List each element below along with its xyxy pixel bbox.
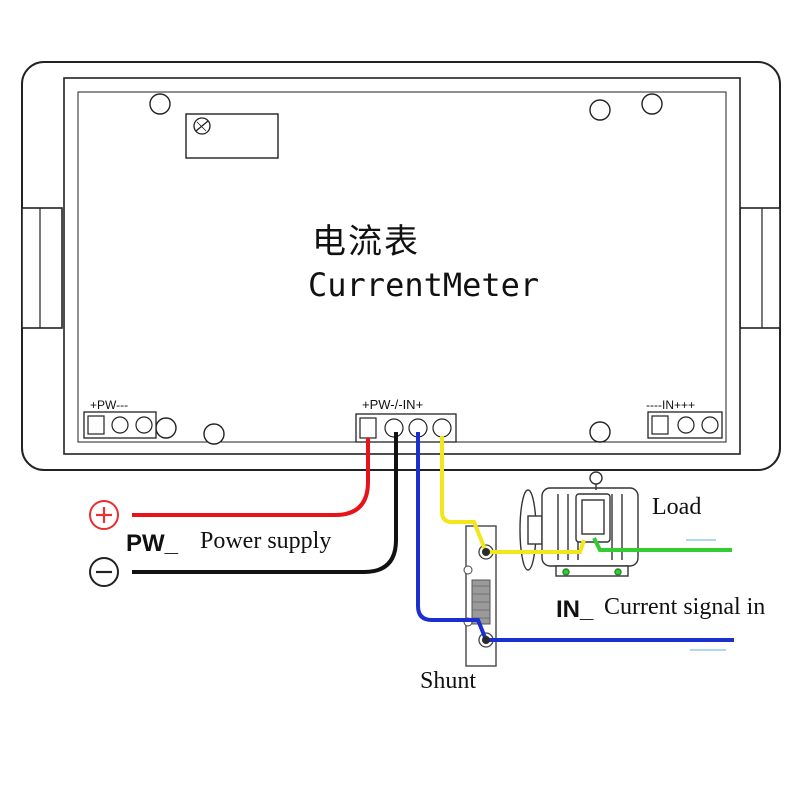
connector-center [355,413,457,443]
power-supply-label: Power supply [200,528,332,554]
mounting-hole [149,93,171,115]
wire-load [440,436,586,554]
mounting-hole [203,423,225,445]
current-signal-label: Current signal in [604,594,766,620]
mounting-hole [641,93,663,115]
mounting-hole [155,417,177,439]
wire-load-out [592,537,732,552]
pw-label: PW_ [126,530,179,557]
shunt-label: Shunt [420,668,477,694]
in-label: IN_ [556,596,594,623]
potentiometer [185,113,279,159]
motor-load [519,471,639,577]
side-clip-left [21,207,63,329]
connector-center-label: +PW-/-IN+ [362,397,424,412]
meter-title-en: CurrentMeter [308,266,540,304]
connector-right-label: ----IN+++ [646,398,696,412]
side-clip-right [739,207,781,329]
flow-arrows [686,539,726,651]
wire-negative [132,432,398,574]
shunt [463,525,497,667]
connector-left [83,411,157,439]
meter-panel [63,77,741,455]
minus-circle-icon [89,557,119,587]
meter-title-cn: 电流表 [312,222,420,262]
plus-circle-icon [89,500,119,530]
connector-left-label: +PW--- [90,398,129,412]
wire-signal [416,432,734,642]
wire-positive [132,438,370,517]
mounting-holes [149,93,663,445]
mounting-hole [589,421,611,443]
connector-right [647,411,723,439]
mounting-hole [589,99,611,121]
load-label: Load [652,494,702,520]
